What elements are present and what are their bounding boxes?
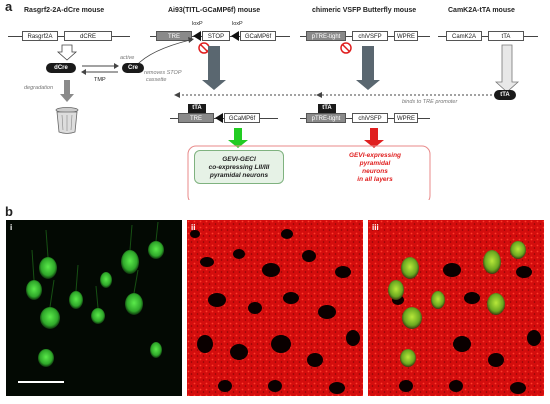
removes-stop-label-2: cassette bbox=[146, 77, 167, 83]
rasgrf-title: Rasgrf2-2A-dCre mouse bbox=[24, 7, 105, 14]
camk2a-gene: CamK2A bbox=[446, 31, 482, 41]
cre-pill: Cre bbox=[122, 63, 144, 73]
merge-image bbox=[368, 220, 544, 396]
tta-tag-1: tTA bbox=[188, 104, 206, 113]
ptre-tight-gene-1: pTRE-tight bbox=[306, 31, 346, 41]
chivsfp-gene-2: chiVSFP bbox=[352, 113, 388, 123]
gcamp6f-gene-2: GCaMP6f bbox=[224, 113, 260, 123]
loxp-left-icon bbox=[193, 31, 201, 41]
vsfp-title: chimeric VSFP Butterfly mouse bbox=[312, 7, 417, 14]
binds-tre-label: binds to TRE promoter bbox=[402, 99, 458, 105]
tta-gene: tTA bbox=[488, 31, 524, 41]
rasgrf-down-arrow bbox=[56, 44, 78, 61]
active-label: active bbox=[120, 55, 135, 61]
green-result-line-2: co-expressing LII/III bbox=[208, 164, 270, 171]
micrograph-merge: iii bbox=[368, 220, 544, 396]
degradation-arrow bbox=[60, 80, 74, 102]
red-neuropil-image bbox=[187, 220, 363, 396]
loxp-right-label: loxP bbox=[232, 21, 243, 27]
green-neurons-image bbox=[6, 220, 182, 396]
image-label-ii: ii bbox=[191, 223, 196, 232]
panel-b-letter: b bbox=[5, 204, 13, 219]
red-result-text: GEVI-expressing pyramidal neurons in all… bbox=[330, 152, 420, 184]
green-result-line-3: pyramidal neurons bbox=[209, 172, 269, 179]
dcre-gene: dCRE bbox=[64, 31, 112, 41]
trash-can-icon bbox=[55, 107, 79, 134]
red-result-line-3: neurons bbox=[362, 168, 388, 175]
red-result-line-2: pyramidal bbox=[359, 160, 391, 167]
tre-gene-1: TRE bbox=[156, 31, 192, 41]
tre-gene-2: TRE bbox=[178, 113, 214, 123]
cre-curve-arrow bbox=[135, 39, 191, 67]
green-result-arrow bbox=[228, 128, 248, 148]
degradation-label: degradation bbox=[24, 85, 54, 91]
vsfp-gray-arrow bbox=[356, 46, 380, 90]
tmp-label: TMP bbox=[94, 77, 106, 83]
red-result-line-1: GEVI-expressing bbox=[348, 152, 402, 159]
camk-hollow-arrow bbox=[494, 44, 520, 93]
red-result-line-4: in all layers bbox=[357, 176, 393, 183]
loxp-left-label: loxP bbox=[192, 21, 203, 27]
image-label-iii: iii bbox=[372, 223, 379, 232]
stop-block-icon-2 bbox=[340, 42, 352, 54]
panel-a-letter: a bbox=[5, 0, 13, 14]
wpre-gene-1: WPRE bbox=[394, 31, 418, 41]
loxp-right-icon bbox=[231, 31, 239, 41]
chivsfp-gene-1: chiVSFP bbox=[352, 31, 388, 41]
micrograph-red: ii bbox=[187, 220, 363, 396]
wpre-gene-2: WPRE bbox=[394, 113, 418, 123]
ai93-gray-arrow bbox=[202, 46, 226, 90]
removes-stop-label-1: removes STOP bbox=[144, 70, 182, 76]
loxp-remaining-icon bbox=[215, 113, 223, 123]
ai93-title: Ai93(TITL-GCaMP6f) mouse bbox=[168, 7, 261, 14]
micrograph-green: i bbox=[6, 220, 182, 396]
tta-tag-2: tTA bbox=[318, 104, 336, 113]
ptre-tight-gene-2: pTRE-tight bbox=[306, 113, 346, 123]
green-result-line-1: GEVI-GECI bbox=[222, 156, 256, 163]
image-label-i: i bbox=[10, 223, 13, 232]
tta-pill: tTA bbox=[494, 90, 516, 100]
red-result-arrow bbox=[364, 128, 384, 148]
red-outer-box bbox=[187, 145, 431, 200]
stop-gene: STOP bbox=[202, 31, 230, 41]
rasgrf2a-gene: Rasgrf2A bbox=[22, 31, 58, 41]
dcre-pill: dCre bbox=[46, 63, 76, 73]
flow-arrows bbox=[55, 37, 520, 200]
gcamp6f-gene-1: GCaMP6f bbox=[240, 31, 276, 41]
camk-title: CamK2A-tTA mouse bbox=[448, 7, 515, 14]
green-result-box: GEVI-GECI co-expressing LII/III pyramida… bbox=[194, 150, 284, 184]
